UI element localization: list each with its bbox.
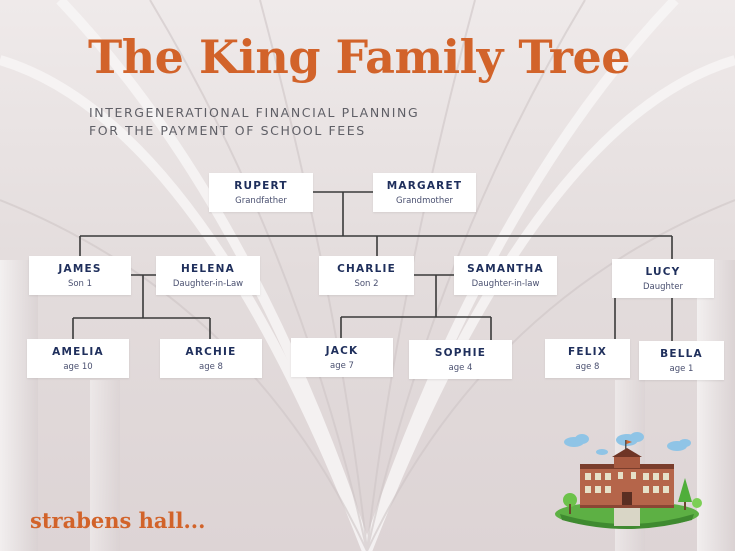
member-role: Daughter-in-Law bbox=[172, 278, 244, 289]
member-card-margaret: MARGARET Grandmother bbox=[373, 173, 476, 212]
member-name: CHARLIE bbox=[337, 262, 396, 275]
member-card-archie: ARCHIE age 8 bbox=[160, 339, 262, 378]
page-title: The King Family Tree bbox=[88, 30, 631, 84]
member-role: age 1 bbox=[669, 363, 694, 374]
member-name: SOPHIE bbox=[434, 346, 487, 359]
school-building-icon bbox=[555, 432, 702, 529]
member-role: Daughter bbox=[643, 281, 683, 292]
member-name: SAMANTHA bbox=[467, 262, 544, 275]
page-subtitle: INTERGENERATIONAL FINANCIAL PLANNING FOR… bbox=[89, 104, 419, 140]
member-role: Son 2 bbox=[354, 278, 379, 289]
member-role: age 10 bbox=[63, 361, 93, 372]
member-role: age 8 bbox=[575, 361, 600, 372]
member-name: RUPERT bbox=[234, 179, 288, 192]
member-card-jack: JACK age 7 bbox=[291, 338, 393, 377]
member-card-sophie: SOPHIE age 4 bbox=[409, 340, 512, 379]
member-card-lucy: LUCY Daughter bbox=[612, 259, 714, 298]
member-name: HELENA bbox=[181, 262, 235, 275]
member-name: FELIX bbox=[567, 345, 608, 358]
member-role: Grandfather bbox=[235, 195, 287, 206]
member-card-bella: BELLA age 1 bbox=[639, 341, 724, 380]
member-name: AMELIA bbox=[52, 345, 104, 358]
subtitle-line-2: FOR THE PAYMENT OF SCHOOL FEES bbox=[89, 123, 366, 138]
member-card-james: JAMES Son 1 bbox=[29, 256, 131, 295]
member-card-rupert: RUPERT Grandfather bbox=[209, 173, 313, 212]
member-name: JAMES bbox=[58, 262, 102, 275]
member-name: JACK bbox=[325, 344, 359, 357]
member-role: age 4 bbox=[448, 362, 473, 373]
member-role: Son 1 bbox=[67, 278, 93, 289]
member-role: Grandmother bbox=[396, 195, 453, 206]
member-name: ARCHIE bbox=[185, 345, 237, 358]
member-card-charlie: CHARLIE Son 2 bbox=[319, 256, 414, 295]
member-card-helena: HELENA Daughter-in-Law bbox=[156, 256, 260, 295]
member-card-samantha: SAMANTHA Daughter-in-law bbox=[454, 256, 557, 295]
member-name: LUCY bbox=[645, 265, 681, 278]
member-card-felix: FELIX age 8 bbox=[545, 339, 630, 378]
brand-logo-text: strabens hall... bbox=[30, 508, 206, 533]
member-card-amelia: AMELIA age 10 bbox=[27, 339, 129, 378]
subtitle-line-1: INTERGENERATIONAL FINANCIAL PLANNING bbox=[89, 105, 420, 120]
member-role: Daughter-in-law bbox=[471, 278, 540, 289]
member-role: age 8 bbox=[199, 361, 223, 372]
member-role: age 7 bbox=[330, 360, 354, 371]
member-name: BELLA bbox=[660, 347, 703, 360]
member-name: MARGARET bbox=[386, 179, 463, 192]
